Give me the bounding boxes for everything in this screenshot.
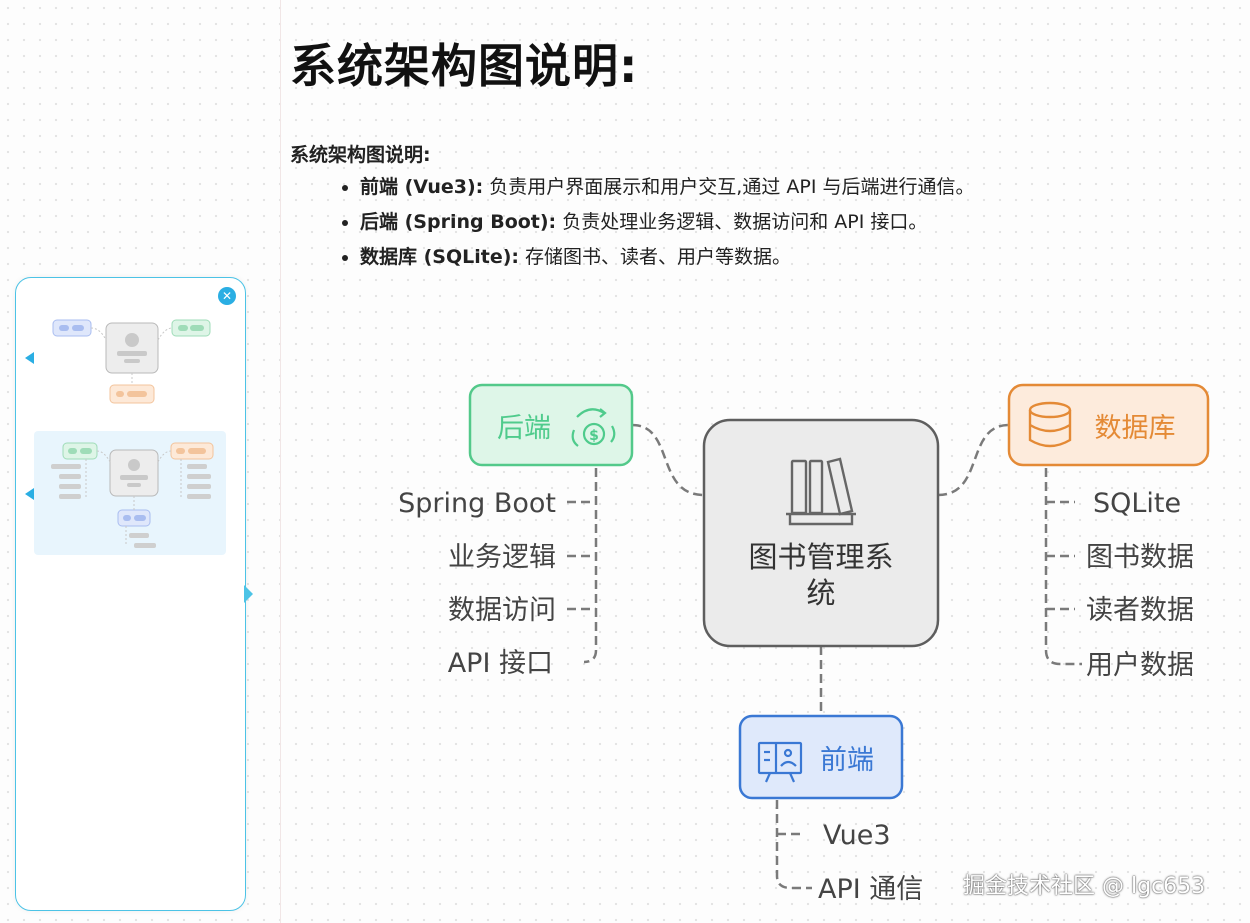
layout-thumbnail-1[interactable]: [52, 319, 211, 404]
connector-database: [937, 423, 1010, 497]
layout-thumbnail-2[interactable]: [51, 442, 214, 548]
database-item-label[interactable]: 图书数据: [1086, 542, 1194, 573]
frontend-item-label[interactable]: Vue3: [823, 820, 891, 851]
database-item-label[interactable]: 读者数据: [1086, 595, 1194, 626]
database-item-label[interactable]: 用户数据: [1086, 650, 1194, 681]
panel-pointer-arrow: [244, 585, 253, 603]
center-node-label: 统: [806, 576, 835, 610]
backend-node[interactable]: 后端 $: [468, 383, 634, 467]
bullet-text: 存储图书、读者、用户等数据。: [519, 246, 792, 268]
doc-subhead: 系统架构图说明:: [290, 144, 431, 166]
bullet-text: 负责处理业务逻辑、数据访问和 API 接口。: [556, 211, 928, 233]
backend-item-label[interactable]: 数据访问: [448, 595, 556, 626]
watermark: 掘金技术社区 @ lgc653: [963, 874, 1206, 899]
frontend-node-label: 前端: [820, 745, 874, 776]
branch-labels: Spring Boot 业务逻辑 数据访问 API 接口 SQLite 图书数据…: [398, 488, 1194, 905]
svg-text:$: $: [589, 428, 599, 444]
bullet-term: 后端 (Spring Boot):: [360, 211, 557, 233]
bookshelf-icon: [786, 457, 856, 526]
database-item-label[interactable]: SQLite: [1093, 488, 1181, 519]
doc-title: 系统架构图说明:: [290, 39, 639, 93]
database-branch-ticks: [1046, 500, 1075, 611]
bullet-text: 负责用户界面展示和用户交互,通过 API 与后端进行通信。: [483, 176, 975, 198]
thumbnail-selector-arrow-icon[interactable]: [25, 488, 34, 500]
money-cycle-icon: $: [571, 408, 616, 447]
mindmap-connectors: [567, 423, 1082, 890]
backend-item-label[interactable]: 业务逻辑: [448, 542, 556, 573]
connector-backend: [631, 423, 705, 497]
backend-branch-ticks: [567, 500, 596, 611]
bullet-list: 前端 (Vue3): 负责用户界面展示和用户交互,通过 API 与后端进行通信。…: [330, 170, 974, 275]
layout-thumbnail-panel: [15, 277, 246, 911]
page-divider: [280, 0, 281, 923]
center-node-label: 图书管理系: [748, 540, 893, 574]
database-icon: [1028, 401, 1072, 448]
thumbnail-selector-arrow-icon[interactable]: [25, 352, 34, 364]
backend-item-label[interactable]: API 接口: [448, 648, 553, 679]
close-icon[interactable]: ✕: [218, 287, 236, 305]
bullet-term: 数据库 (SQLite):: [360, 246, 520, 268]
frontend-branch-trunk: [775, 800, 812, 890]
database-node-label: 数据库: [1095, 413, 1176, 444]
bullet-backend: 后端 (Spring Boot): 负责处理业务逻辑、数据访问和 API 接口。: [360, 205, 974, 240]
database-node[interactable]: 数据库: [1007, 383, 1210, 467]
bullet-term: 前端 (Vue3):: [360, 176, 484, 198]
center-node[interactable]: 图书管理系 统: [702, 418, 940, 648]
bullet-frontend: 前端 (Vue3): 负责用户界面展示和用户交互,通过 API 与后端进行通信。: [360, 170, 974, 205]
frontend-node[interactable]: 前端: [738, 714, 904, 800]
presentation-board-icon: [757, 741, 803, 783]
database-branch-trunk: [1044, 468, 1082, 666]
backend-branch-trunk: [583, 468, 598, 664]
backend-item-label[interactable]: Spring Boot: [398, 488, 556, 519]
frontend-item-label[interactable]: API 通信: [818, 874, 923, 905]
bullet-database: 数据库 (SQLite): 存储图书、读者、用户等数据。: [360, 240, 974, 275]
backend-node-label: 后端: [497, 413, 551, 444]
